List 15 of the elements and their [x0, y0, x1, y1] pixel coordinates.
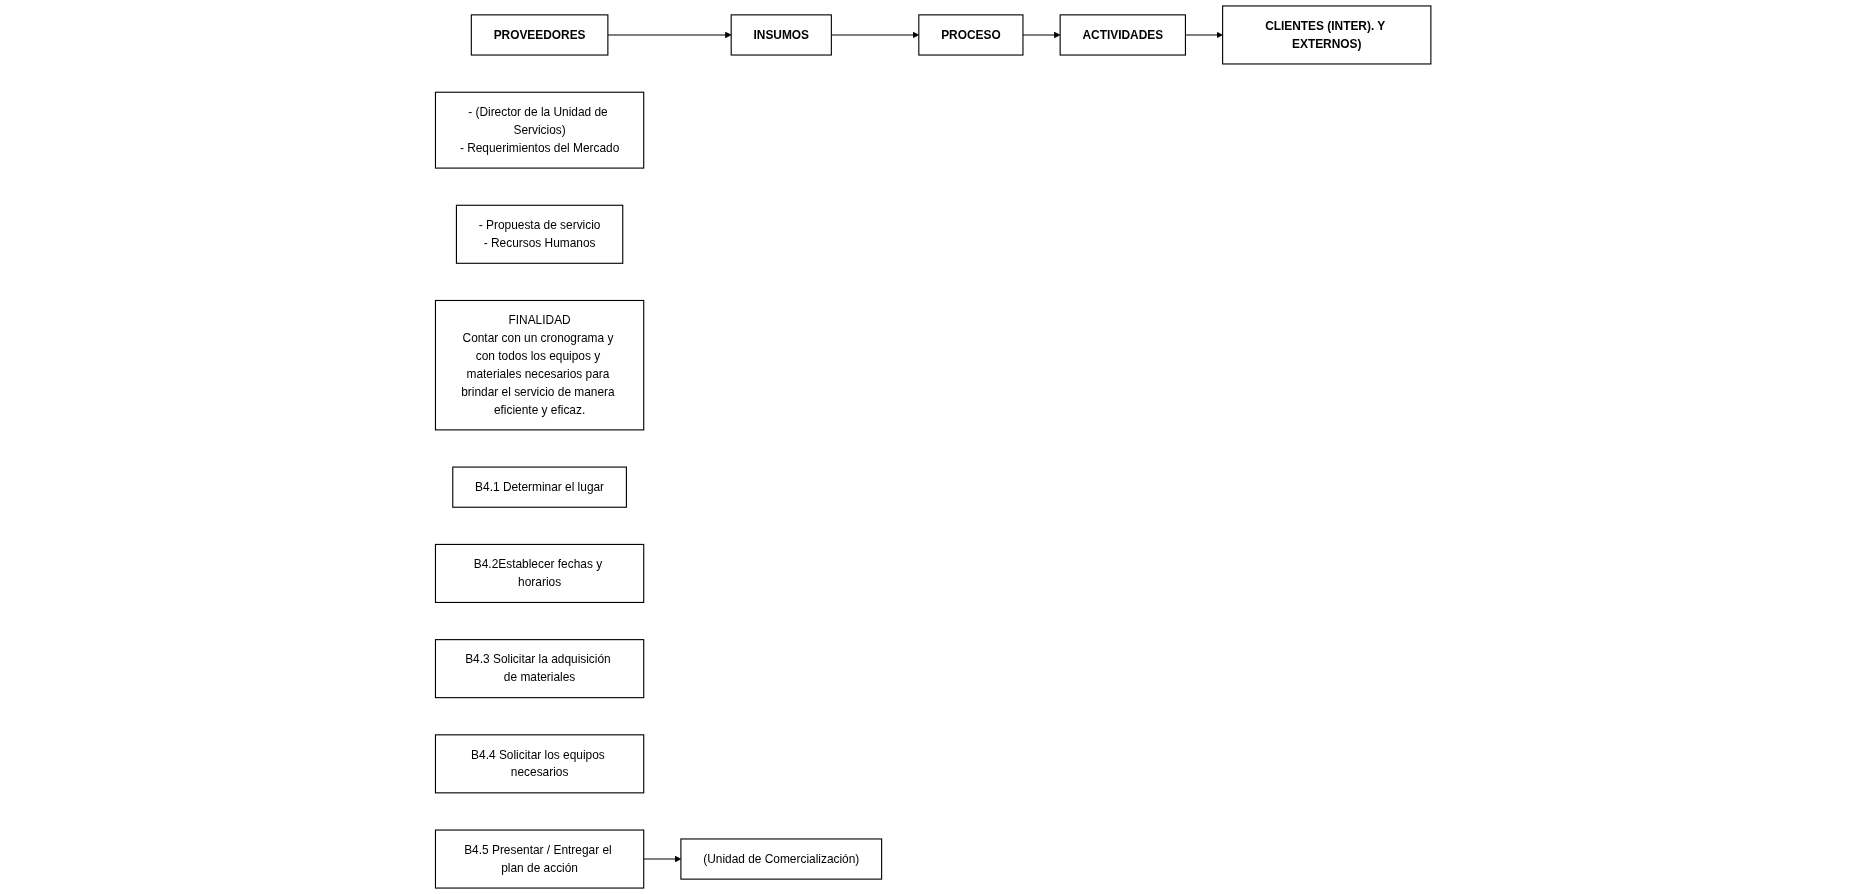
node-box: CLIENTES (INTER). Y EXTERNOS)	[1222, 5, 1432, 65]
node-box: - Propuesta de servicio - Recursos Humanos	[456, 204, 624, 264]
node-box: B4.3 Solicitar la adquisición de materiales	[435, 639, 645, 699]
node-box: PROVEEDORES	[471, 14, 609, 56]
arrow	[831, 31, 920, 39]
node-box: PROCESO	[918, 14, 1024, 56]
node-box: ACTIVIDADES	[1059, 14, 1187, 56]
node-box: - (Director de la Unidad de Servicios) - Requerimientos del Mercado	[435, 91, 645, 169]
node-box: B4.5 Presentar / Entregar el plan de acción	[435, 829, 645, 889]
node-box: (Unidad de Comercialización)	[680, 838, 883, 880]
node-box: FINALIDAD Contar con un cronograma y con todos los equipos y materiales necesarios para brindar el servicio de manera eficiente y eficaz.	[435, 299, 645, 431]
node-box: INSUMOS	[730, 14, 833, 56]
node-box: B4.4 Solicitar los equipos necesarios	[435, 734, 645, 794]
node-box: B4.2Establecer fechas y horarios	[435, 543, 645, 603]
node-box: B4.1 Determinar el lugar	[452, 466, 628, 508]
